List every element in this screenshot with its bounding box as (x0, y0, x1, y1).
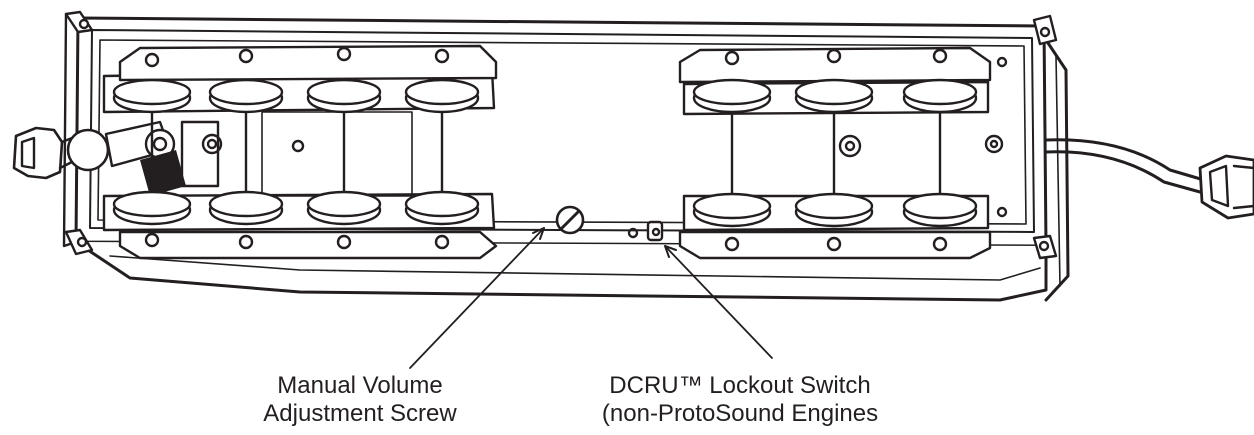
right-truck-wheels (692, 48, 978, 252)
volume-screw-callout-line1: Manual Volume (277, 372, 443, 399)
volume-adjustment-screw (555, 205, 585, 235)
lockout-switch-callout: DCRU™ Lockout Switch (non-ProtoSound Eng… (555, 372, 925, 428)
lockout-switch-callout-line1: DCRU™ Lockout Switch (609, 372, 871, 399)
lockout-switch (646, 220, 664, 242)
corner-brackets (64, 10, 1058, 260)
center-components (555, 205, 664, 242)
left-truck-wheels (112, 46, 480, 250)
left-truck (102, 44, 498, 260)
volume-screw-callout-line2: Adjustment Screw (263, 400, 457, 427)
lockout-switch-callout-line2: (non-ProtoSound Engines (601, 400, 879, 427)
volume-screw-callout: Manual Volume Adjustment Screw (230, 372, 490, 428)
callout-leaders (409, 227, 773, 369)
tether-cable-plug (1044, 138, 1254, 220)
